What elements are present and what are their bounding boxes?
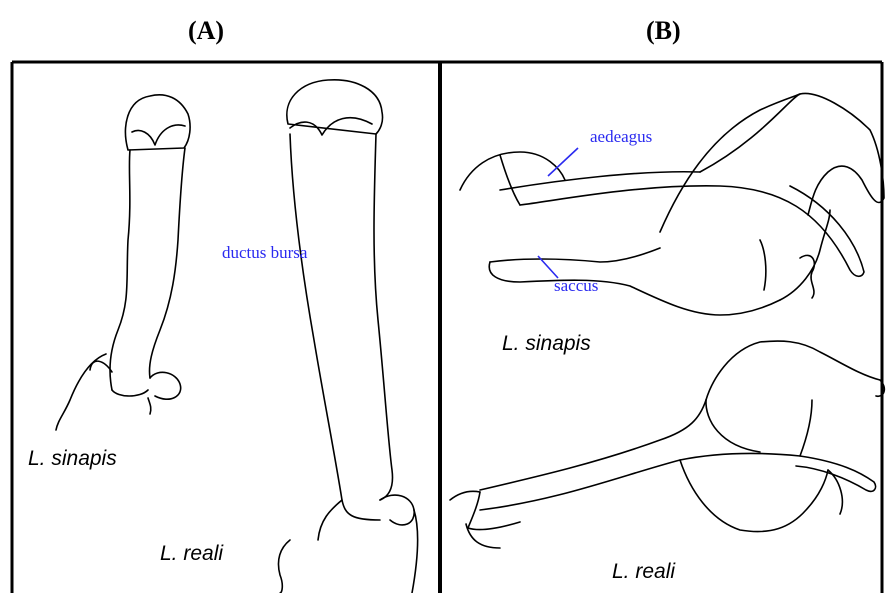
figure-frame — [12, 62, 882, 593]
body-outline-right — [278, 540, 290, 593]
aedeagus-label: aedeagus — [590, 127, 652, 146]
genitalia-reali — [450, 341, 884, 548]
panel-b-drawing — [450, 93, 884, 548]
panel-a-drawing — [56, 80, 418, 593]
body-outline-left — [56, 354, 106, 430]
ductus-bursa-sinapis — [90, 95, 190, 414]
ductus-bursa-reali — [287, 80, 418, 593]
species-label-reali-b: L. reali — [612, 560, 676, 583]
species-label-sinapis-a: L. sinapis — [28, 447, 117, 470]
species-label-reali-a: L. reali — [160, 542, 224, 565]
ductus-bursa-label: ductus bursa — [222, 243, 308, 262]
saccus-label: saccus — [554, 276, 598, 295]
genitalia-sinapis — [460, 93, 884, 315]
aedeagus-leader — [548, 148, 578, 176]
species-label-sinapis-b: L. sinapis — [502, 332, 591, 355]
